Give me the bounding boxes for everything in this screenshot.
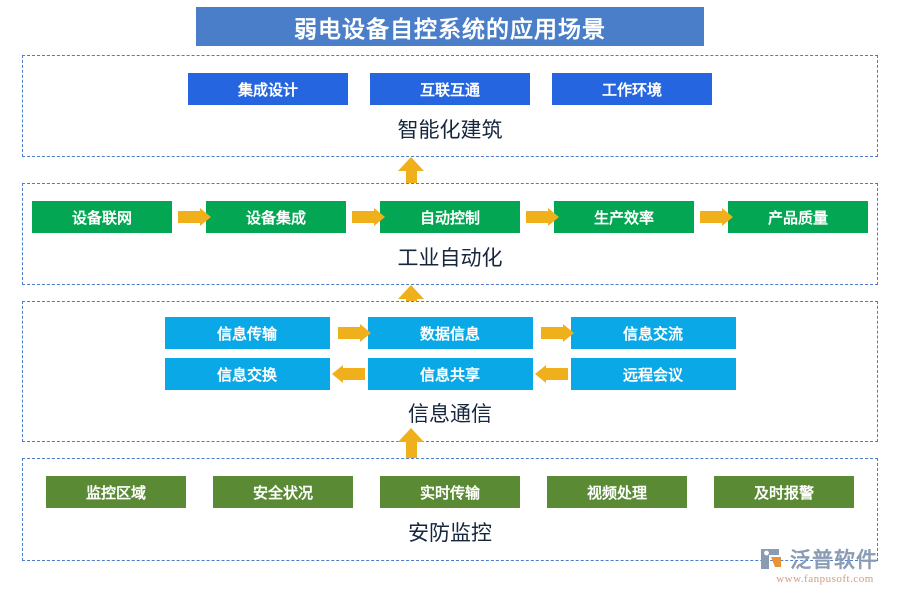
flow-arrow-right-icon (520, 201, 554, 233)
arrow-stem (406, 169, 417, 187)
node-row: 信息交换 信息共享 远程会议 (23, 358, 877, 390)
node-safety-status[interactable]: 安全状况 (213, 476, 353, 508)
node-product-quality[interactable]: 产品质量 (728, 201, 868, 233)
node-video-processing[interactable]: 视频处理 (547, 476, 687, 508)
node-device-integration[interactable]: 设备集成 (206, 201, 346, 233)
node-information-sharing[interactable]: 信息共享 (367, 358, 533, 390)
flow-arrow-right-icon (533, 317, 571, 349)
arrow-stem (406, 440, 417, 458)
flow-arrow-left-icon (533, 358, 571, 390)
node-production-efficiency[interactable]: 生产效率 (554, 201, 694, 233)
section-industrial-automation: 设备联网 设备集成 自动控制 生产效率 产品质量 工业自动化 (22, 183, 878, 285)
section-security-monitoring: 监控区域 安全状况 实时传输 视频处理 及时报警 安防监控 (22, 458, 878, 561)
node-row: 集成设计 互联互通 工作环境 (23, 73, 877, 105)
node-row: 监控区域 安全状况 实时传输 视频处理 及时报警 (23, 476, 877, 508)
node-timely-alarm[interactable]: 及时报警 (714, 476, 854, 508)
arrow-head-icon (398, 285, 424, 299)
node-data-information[interactable]: 数据信息 (367, 317, 533, 349)
connector-arrow-up-security-to-comm (398, 428, 424, 458)
fanpu-logo-mark-icon (761, 549, 781, 569)
arrow-head-icon (398, 157, 424, 171)
flow-arrow-right-icon (172, 201, 206, 233)
brand-logo: 泛普软件 www.fanpusoft.com (757, 544, 893, 592)
flow-arrow-right-icon (330, 317, 368, 349)
section-intelligent-building: 集成设计 互联互通 工作环境 智能化建筑 (22, 55, 878, 157)
section-caption-industrial-automation: 工业自动化 (397, 246, 503, 270)
section-caption-information-communication: 信息通信 (408, 402, 492, 426)
section-information-communication: 信息传输 数据信息 信息交流 信息交换 信息共享 远程会议 信息通信 (22, 301, 878, 442)
flow-arrow-left-icon (330, 358, 368, 390)
node-integrated-design[interactable]: 集成设计 (188, 73, 348, 105)
logo-company-name: 泛普软件 (790, 549, 878, 572)
node-row: 设备联网 设备集成 自动控制 生产效率 产品质量 (23, 201, 877, 233)
flow-arrow-right-icon (346, 201, 380, 233)
node-remote-conference[interactable]: 远程会议 (570, 358, 736, 390)
node-monitoring-area[interactable]: 监控区域 (46, 476, 186, 508)
page-title: 弱电设备自控系统的应用场景 (294, 15, 606, 42)
arrow-head-icon (398, 428, 424, 442)
node-information-interchange[interactable]: 信息交换 (164, 358, 330, 390)
node-realtime-transmission[interactable]: 实时传输 (380, 476, 520, 508)
section-caption-intelligent-building: 智能化建筑 (397, 118, 503, 142)
section-caption-security-monitoring: 安防监控 (408, 521, 492, 545)
node-automatic-control[interactable]: 自动控制 (380, 201, 520, 233)
node-device-networking[interactable]: 设备联网 (32, 201, 172, 233)
logo-website-url: www.fanpusoft.com (776, 573, 874, 585)
node-information-exchange-flow[interactable]: 信息交流 (570, 317, 736, 349)
node-work-environment[interactable]: 工作环境 (552, 73, 712, 105)
flow-arrow-right-icon (694, 201, 728, 233)
logo-row: 泛普软件 (757, 544, 893, 574)
node-row: 信息传输 数据信息 信息交流 (23, 317, 877, 349)
node-interconnection[interactable]: 互联互通 (370, 73, 530, 105)
node-information-transmission[interactable]: 信息传输 (164, 317, 330, 349)
page-title-banner: 弱电设备自控系统的应用场景 (196, 7, 704, 46)
connector-arrow-up-industry-to-building (398, 157, 424, 187)
